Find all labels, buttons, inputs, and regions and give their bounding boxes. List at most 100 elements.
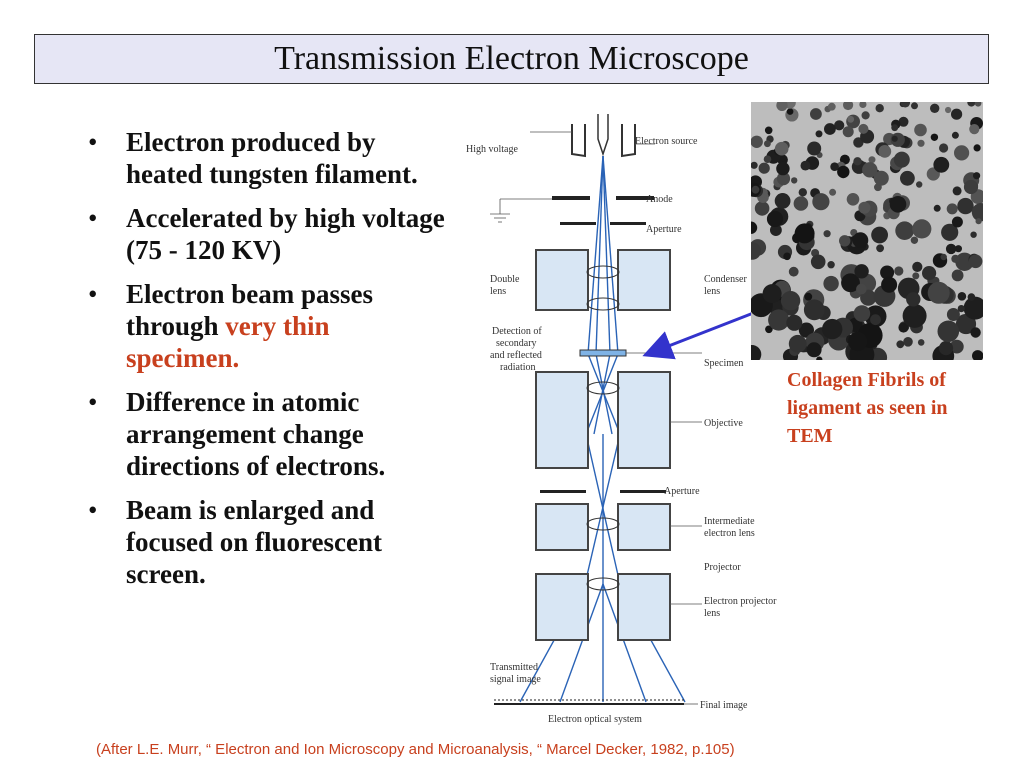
- fibril-dot: [881, 276, 898, 293]
- fibril-dot: [949, 339, 964, 354]
- fibril-dot: [896, 340, 905, 349]
- label-final-image: Final image: [700, 700, 748, 711]
- fibril-dot: [859, 102, 867, 108]
- label-transmitted-2: signal image: [490, 674, 541, 685]
- bullet-item: • Difference in atomic arrangement chang…: [86, 386, 446, 482]
- fibril-dot: [764, 126, 773, 135]
- fibril-dot: [810, 254, 826, 270]
- fibril-dot: [912, 272, 920, 280]
- fibril-dot: [793, 196, 809, 211]
- fibril-dot: [853, 305, 871, 322]
- bullet-text: Accelerated by high voltage (75 - 120 KV…: [126, 203, 445, 265]
- fibril-dot: [975, 218, 982, 225]
- pointer-arrow: [642, 310, 757, 360]
- fibril-dot: [860, 289, 877, 306]
- fibril-dot: [917, 139, 925, 147]
- fibril-dot: [951, 108, 963, 120]
- fibril-dot: [895, 221, 914, 240]
- fibril-dot: [763, 155, 772, 163]
- fibril-dot: [823, 275, 839, 292]
- collagen-fibrils-micrograph: [751, 102, 983, 360]
- fibril-dot: [951, 131, 959, 139]
- fibril-dot: [912, 261, 923, 272]
- label-condenser-1: Condenser: [704, 274, 747, 285]
- fibril-dot: [940, 253, 947, 261]
- fibril-dot: [751, 242, 761, 260]
- fibril-dot: [937, 320, 960, 343]
- fibril-dot: [876, 244, 884, 253]
- fibril-dot: [768, 309, 790, 331]
- fibril-dot: [974, 102, 982, 107]
- fibril-dot: [862, 162, 878, 178]
- fibril-dot: [957, 197, 974, 215]
- fibril-dot: [914, 123, 927, 137]
- bullet-highlight: very thin specimen.: [126, 311, 330, 373]
- fibril-dot: [963, 296, 983, 320]
- fibril-dot: [972, 350, 983, 360]
- fibril-dot: [770, 224, 782, 236]
- fibril-dot: [933, 156, 950, 173]
- bullet-glyph: •: [88, 203, 98, 233]
- label-detection-4: radiation: [500, 362, 536, 373]
- label-projector: Projector: [704, 562, 741, 573]
- fibril-dot: [933, 204, 941, 212]
- fibril-dot: [946, 308, 960, 321]
- label-specimen: Specimen: [704, 358, 743, 369]
- fibril-dot: [786, 108, 794, 115]
- label-detection-1: Detection of: [492, 326, 542, 337]
- label-detection-3: and reflected: [490, 350, 542, 361]
- fibril-dot: [754, 201, 770, 216]
- fibril-dot: [806, 342, 822, 358]
- fibril-dot: [798, 188, 807, 197]
- citation: (After L.E. Murr, “ Electron and Ion Mic…: [96, 741, 735, 758]
- label-double-lens-1: Double: [490, 274, 520, 285]
- fibril-dot: [764, 140, 771, 148]
- bullet-glyph: •: [88, 279, 98, 309]
- fibril-dot: [810, 108, 822, 120]
- fibril-dot: [910, 236, 919, 244]
- bullet-item: • Beam is enlarged and focused on fluore…: [86, 494, 446, 590]
- ground-icon: [490, 198, 552, 223]
- fibril-dot: [783, 252, 791, 261]
- projector-lens: [535, 573, 671, 641]
- bullet-text: Difference in atomic arrangement change …: [126, 387, 386, 481]
- anode-right: [616, 196, 654, 200]
- fibril-dot: [858, 123, 869, 134]
- fibril-dot: [963, 179, 979, 195]
- label-objective: Objective: [704, 418, 743, 429]
- label-aperture-mid: Aperture: [664, 486, 700, 497]
- fibril-dot: [816, 356, 823, 360]
- fibril-dot: [900, 170, 915, 186]
- label-intermediate-1: Intermediate: [704, 516, 755, 527]
- fibril-dot: [827, 261, 835, 269]
- fibril-dot: [951, 269, 964, 282]
- label-projector-lens-2: lens: [704, 608, 720, 619]
- fibril-dot: [758, 162, 770, 174]
- fibril-dot: [846, 193, 860, 206]
- fibril-dot: [848, 331, 868, 352]
- fibril-dot: [903, 337, 913, 347]
- fibril-dot: [861, 111, 870, 120]
- fibril-dot: [762, 284, 782, 304]
- fibril-dot: [954, 245, 962, 253]
- fibril-dot: [858, 201, 871, 214]
- fibril-dot: [751, 161, 758, 169]
- fibril-dot: [751, 221, 758, 234]
- fibril-dot: [873, 170, 889, 186]
- fibril-dot: [871, 226, 888, 244]
- bullet-text: Electron produced by heated tungsten fil…: [126, 127, 418, 189]
- fibril-dot: [971, 203, 983, 222]
- fibril-dot: [815, 130, 823, 138]
- fibril-dot: [824, 123, 836, 135]
- fibril-dot: [856, 283, 867, 295]
- fibril-dot: [970, 327, 981, 338]
- fibril-dot: [898, 322, 909, 333]
- fibril-dot: [916, 181, 923, 188]
- bullet-list: • Electron produced by heated tungsten f…: [86, 126, 446, 602]
- fibril-dot: [842, 126, 854, 138]
- fibril-dot: [941, 223, 959, 241]
- fibril-dot: [829, 188, 837, 196]
- fluorescent-screen: [494, 699, 684, 705]
- aperture-mid-left: [540, 490, 586, 493]
- fibril-dot: [900, 102, 910, 108]
